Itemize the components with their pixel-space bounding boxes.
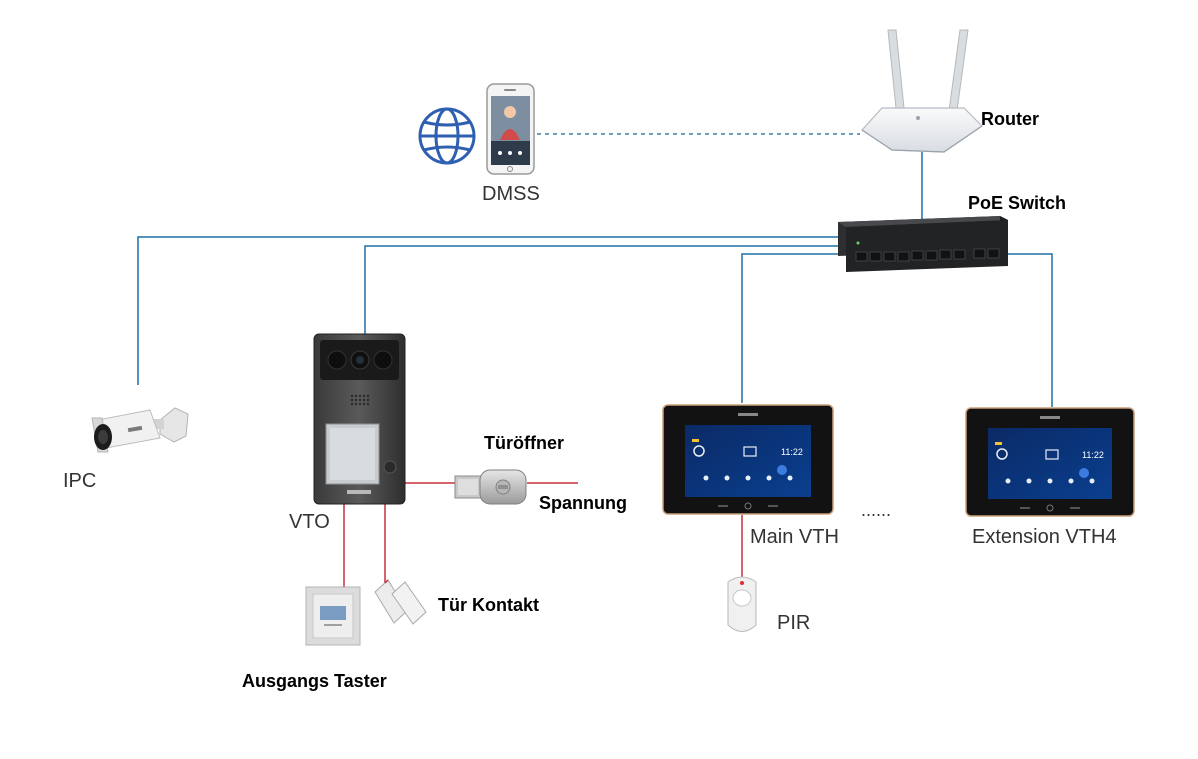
poe-switch-label: PoE Switch [968,193,1067,213]
globe-icon [418,107,476,165]
main-vth-screen-time: 11:22 [781,447,803,457]
switch-ipc-link [137,236,838,385]
door-opener-icon [454,469,527,505]
extension-vth-monitor-icon: 11:22 [965,407,1135,517]
network-connections [137,152,1053,407]
router-icon [861,29,983,153]
main-vth-monitor-icon: 11:22 [662,404,834,515]
vto-door-station-icon [313,333,406,505]
vto-label: VTO [289,511,330,533]
power-label: Spannung [539,493,627,513]
switch-extension-vth-link [1000,253,1053,407]
exit-button-label: Ausgangs Taster [242,671,387,691]
pir-sensor-icon [727,576,757,632]
ipc-camera-icon [91,407,189,453]
switch-main-vth-link [741,253,858,403]
main-vth-label: Main VTH [750,526,839,548]
extension-vth-screen-time: 11:22 [1082,450,1104,460]
ellipsis-label: ...... [861,500,892,520]
ipc-label: IPC [63,470,97,492]
wiring-connections [343,482,743,587]
poe-switch-icon [838,216,1008,272]
pir-label: PIR [777,612,811,634]
router-label: Router [981,109,1039,129]
door-opener-label: Türöffner [484,433,564,453]
switch-vto-link [364,245,838,334]
door-contact-label: Tür Kontakt [438,595,539,615]
exit-button-icon [305,586,361,646]
dmss-label: DMSS [482,183,540,205]
smartphone-icon [486,83,535,175]
door-contact-icon [374,579,427,625]
extension-vth-label: Extension VTH4 [972,526,1117,548]
